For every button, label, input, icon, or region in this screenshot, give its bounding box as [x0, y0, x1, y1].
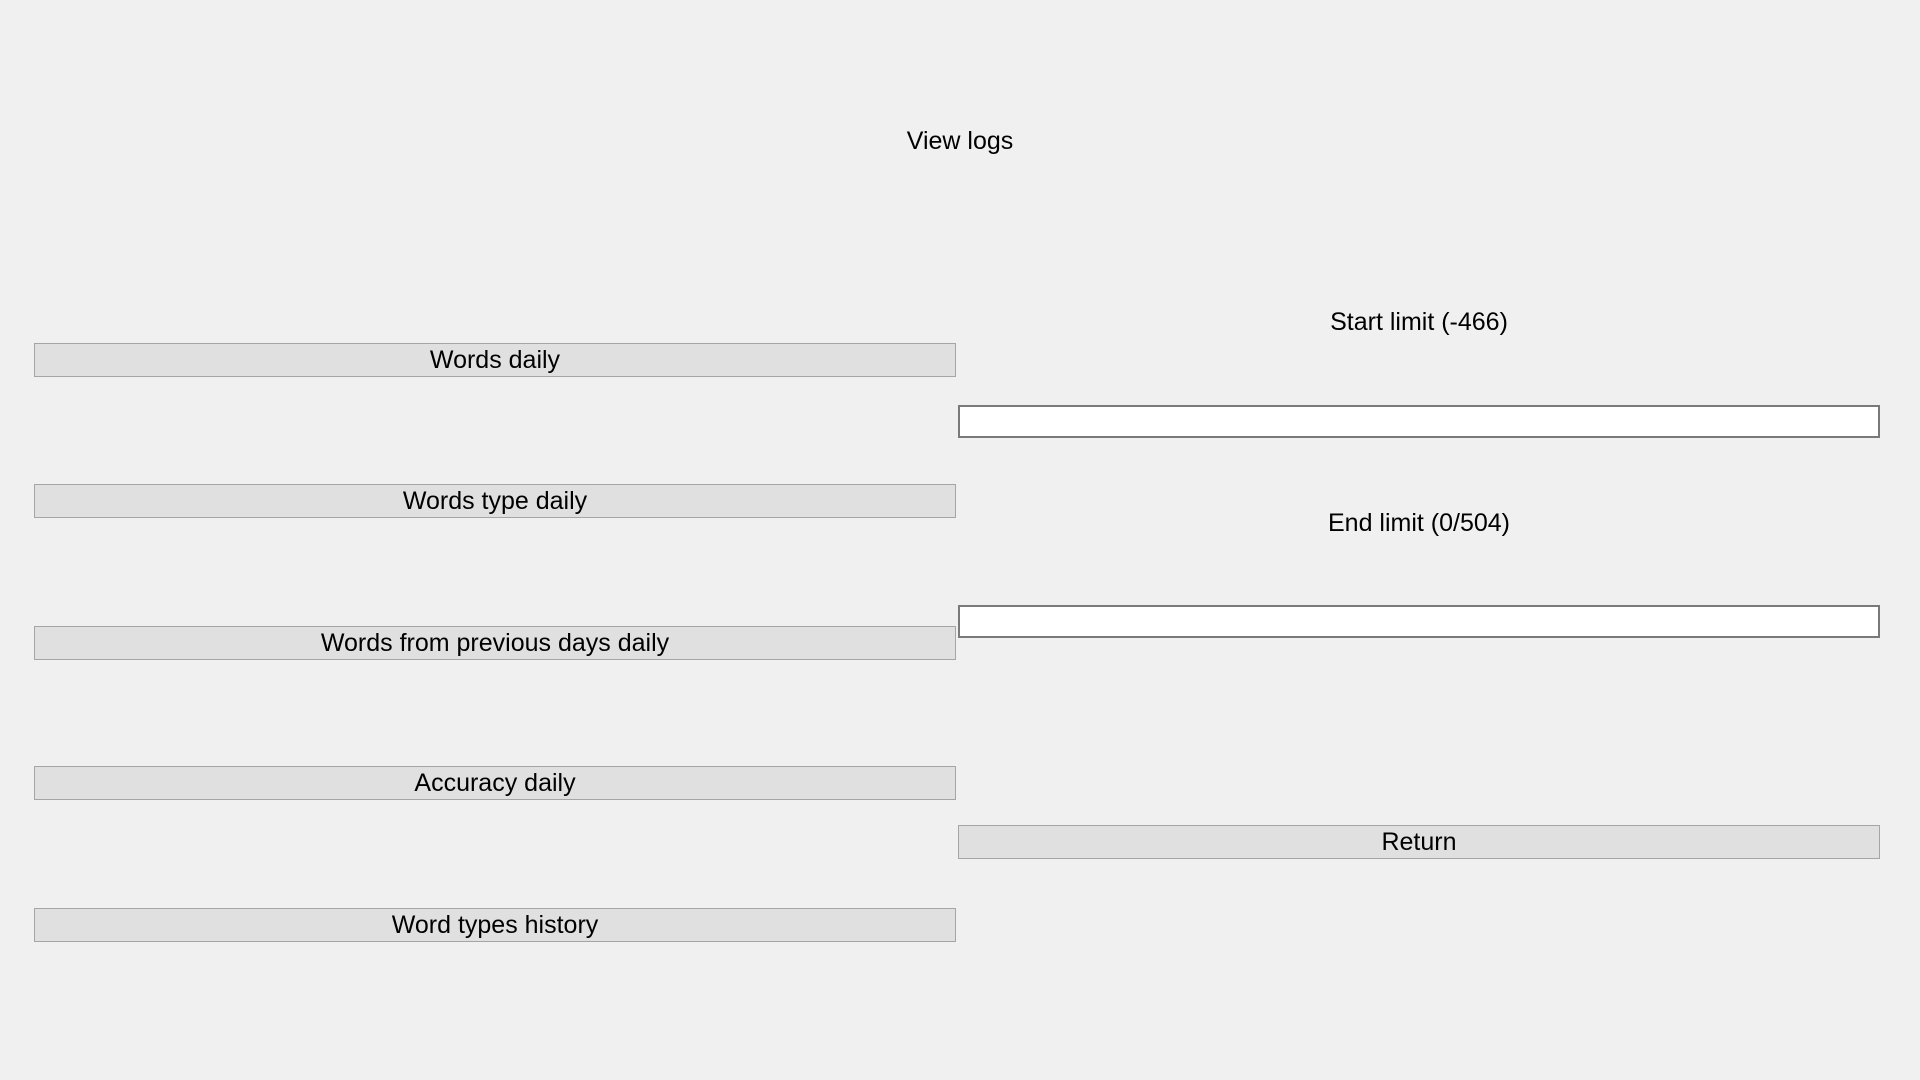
- start-limit-label: Start limit (-466): [1330, 308, 1508, 336]
- end-limit-input[interactable]: [958, 605, 1880, 638]
- end-limit-label: End limit (0/504): [1327, 509, 1511, 537]
- start-limit-input[interactable]: [958, 405, 1880, 438]
- words-daily-button[interactable]: Words daily: [34, 343, 956, 377]
- words-from-previous-days-daily-button[interactable]: Words from previous days daily: [34, 626, 956, 660]
- return-button[interactable]: Return: [958, 825, 1880, 859]
- accuracy-daily-button[interactable]: Accuracy daily: [34, 766, 956, 800]
- words-type-daily-button[interactable]: Words type daily: [34, 484, 956, 518]
- page-title: View logs: [906, 127, 1014, 155]
- word-types-history-button[interactable]: Word types history: [34, 908, 956, 942]
